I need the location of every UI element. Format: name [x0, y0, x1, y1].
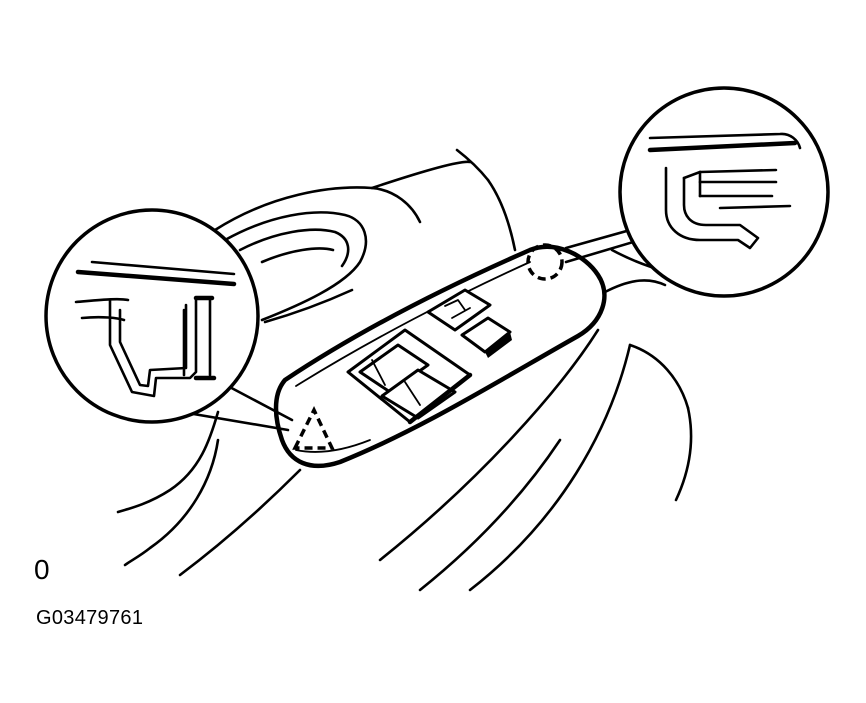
view-label: 0 [34, 554, 50, 585]
window-lock-switch [426, 288, 492, 332]
driver-window-switch-cluster [346, 328, 473, 425]
figure-id: G03479761 [36, 607, 144, 629]
door-trim-outline [116, 148, 693, 592]
right-detail-callout [564, 86, 830, 298]
circle-clip-marker [526, 243, 564, 281]
left-detail-callout [44, 208, 294, 432]
door-lock-switch [460, 316, 512, 358]
